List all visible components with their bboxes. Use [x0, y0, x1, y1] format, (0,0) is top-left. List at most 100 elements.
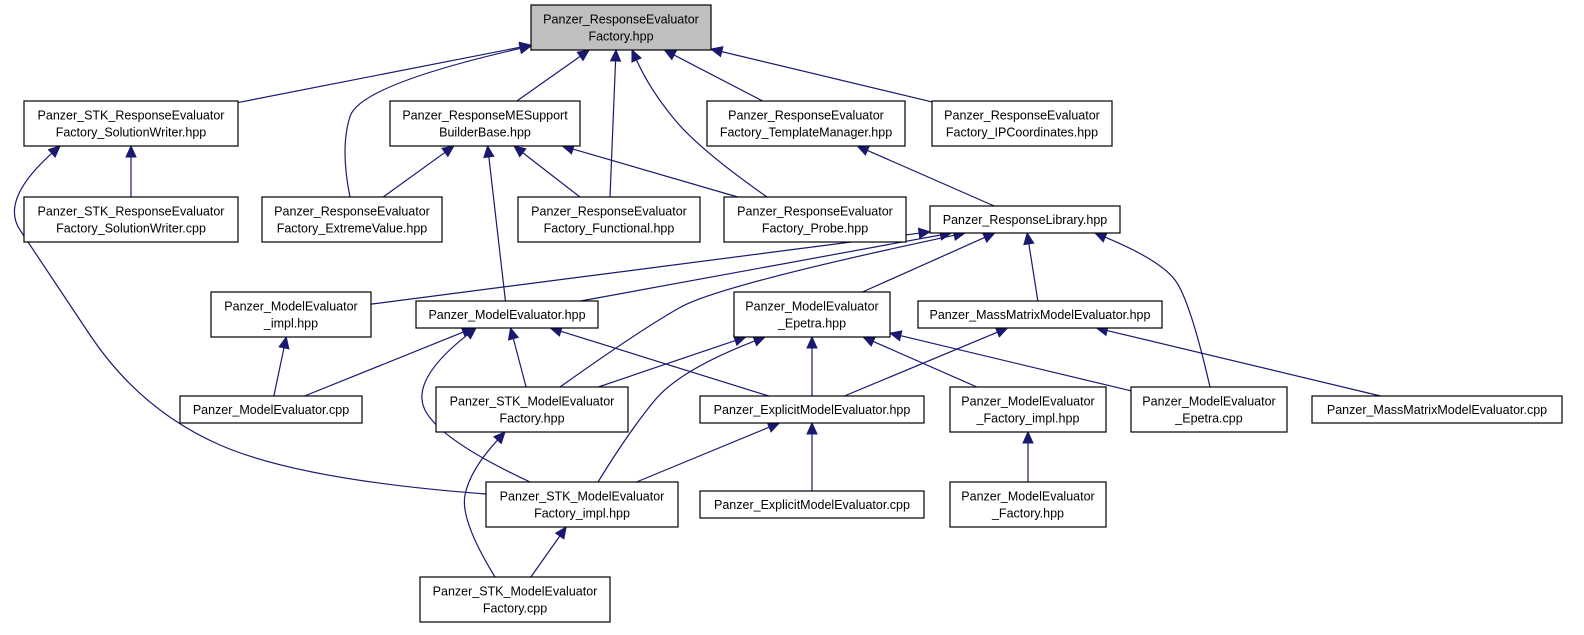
edge-line	[580, 234, 941, 302]
file-node-me-impl[interactable]: Panzer_ModelEvaluator_impl.hpp	[210, 291, 372, 338]
node-label-line: Factory.cpp	[483, 602, 547, 616]
edge-line	[463, 439, 498, 578]
edge-line	[304, 331, 464, 397]
edge-line	[598, 339, 736, 388]
node-label-line: Panzer_ExplicitModelEvaluator.cpp	[714, 498, 910, 512]
node-label-line: Panzer_ResponseMESupport	[402, 109, 568, 123]
file-node-me-epetra-cpp[interactable]: Panzer_ModelEvaluator _Epetra.cpp	[1130, 386, 1288, 433]
node-box	[733, 291, 891, 338]
arrowhead-icon	[1022, 430, 1034, 444]
edge-line	[522, 152, 581, 198]
node-box	[485, 481, 679, 528]
edge-line	[512, 338, 527, 388]
arrowhead-icon	[806, 421, 818, 435]
arrowhead-icon	[513, 145, 527, 158]
node-label-line: Factory_IPCoordinates.hpp	[946, 126, 1098, 140]
file-node-ipcoords[interactable]: Panzer_ResponseEvaluatorFactory_IPCoordi…	[931, 100, 1113, 147]
arrowhead-icon	[47, 145, 61, 158]
file-node-me-hpp[interactable]: Panzer_ModelEvaluator.hpp	[415, 300, 599, 329]
dependency-edge	[273, 335, 290, 397]
edge-line	[488, 156, 507, 302]
node-label-line: Factory_impl.hpp	[534, 507, 630, 521]
dependency-edge	[513, 145, 581, 198]
file-node-functional[interactable]: Panzer_ResponseEvaluatorFactory_Function…	[517, 196, 701, 243]
arrowhead-icon	[518, 42, 533, 55]
node-label-line: Factory_Functional.hpp	[544, 222, 675, 236]
file-node-tmpl-mgr[interactable]: Panzer_ResponseEvaluatorFactory_Template…	[706, 100, 906, 147]
dependency-edge	[862, 336, 978, 388]
edge-line	[636, 426, 770, 483]
file-node-explicit-cpp[interactable]: Panzer_ExplicitModelEvaluator.cpp	[699, 490, 925, 519]
dependency-edge	[516, 49, 591, 102]
node-label-line: Panzer_STK_ModelEvaluator	[500, 490, 665, 504]
dependency-edge	[806, 421, 818, 491]
node-box	[389, 100, 581, 147]
node-box	[699, 490, 925, 519]
arrowhead-icon	[631, 48, 642, 63]
node-label-line: Panzer_ResponseEvaluator	[274, 205, 430, 219]
node-box	[517, 196, 701, 243]
file-node-stk-sw-hpp[interactable]: Panzer_STK_ResponseEvaluatorFactory_Solu…	[23, 100, 239, 147]
edge-line	[559, 234, 955, 388]
file-node-mef-hpp[interactable]: Panzer_ModelEvaluator_Factory.hpp	[949, 481, 1107, 528]
arrowhead-icon	[709, 46, 724, 58]
file-node-resp-lib[interactable]: Panzer_ResponseLibrary.hpp	[929, 205, 1121, 234]
node-layer: Panzer_ResponseEvaluatorFactory.hppPanze…	[23, 4, 1563, 623]
node-box	[23, 100, 239, 147]
edge-line	[344, 47, 521, 198]
file-node-me-cpp[interactable]: Panzer_ModelEvaluator.cpp	[179, 395, 363, 424]
node-box	[949, 386, 1107, 433]
file-node-stk-sw-cpp[interactable]: Panzer_STK_ResponseEvaluatorFactory_Solu…	[23, 196, 239, 243]
node-box	[706, 100, 906, 147]
edge-line	[673, 54, 763, 102]
edge-line	[421, 334, 531, 483]
edge-line	[721, 51, 933, 103]
node-label-line: _impl.hpp	[263, 317, 318, 331]
file-node-explicit-hpp[interactable]: Panzer_ExplicitModelEvaluator.hpp	[699, 395, 925, 424]
dependency-edge	[1022, 430, 1034, 482]
edge-line	[609, 60, 617, 198]
arrowhead-icon	[856, 145, 871, 156]
edge-line	[13, 152, 487, 495]
arrowhead-icon	[125, 144, 137, 158]
node-label-line: Panzer_ResponseEvaluator	[543, 13, 699, 27]
file-node-extreme[interactable]: Panzer_ResponseEvaluatorFactory_ExtremeV…	[261, 196, 443, 243]
file-node-probe[interactable]: Panzer_ResponseEvaluatorFactory_Probe.hp…	[723, 196, 907, 243]
arrowhead-icon	[554, 526, 567, 540]
node-label-line: Panzer_ExplicitModelEvaluator.hpp	[714, 403, 911, 417]
file-node-stk-mef-impl[interactable]: Panzer_STK_ModelEvaluatorFactory_impl.hp…	[485, 481, 679, 528]
dependency-edge	[13, 145, 487, 495]
node-label-line: _Epetra.cpp	[1174, 412, 1242, 426]
node-box	[23, 196, 239, 243]
edge-line	[530, 535, 561, 578]
dependency-edge	[463, 431, 506, 578]
file-node-me-epetra[interactable]: Panzer_ModelEvaluator_Epetra.hpp	[733, 291, 891, 338]
edge-line	[1104, 236, 1211, 388]
arrowhead-icon	[609, 48, 622, 62]
dependency-edge	[709, 46, 933, 103]
node-label-line: Panzer_ModelEvaluator.cpp	[193, 403, 349, 417]
edge-layer	[13, 41, 1381, 578]
node-label-line: Panzer_ModelEvaluator	[1142, 395, 1275, 409]
file-node-mass-hpp[interactable]: Panzer_MassMatrixModelEvaluator.hpp	[917, 300, 1163, 329]
node-label-line: Panzer_STK_ModelEvaluator	[433, 585, 598, 599]
dependency-edge	[237, 41, 533, 104]
file-node-mass-cpp[interactable]: Panzer_MassMatrixModelEvaluator.cpp	[1311, 395, 1563, 424]
edge-line	[1106, 329, 1381, 397]
arrowhead-icon	[483, 144, 495, 159]
node-box	[949, 481, 1107, 528]
dependency-edge	[609, 48, 622, 198]
file-node-mef-impl[interactable]: Panzer_ModelEvaluator_Factory_impl.hpp	[949, 386, 1107, 433]
node-label-line: _Factory.hpp	[991, 507, 1064, 521]
node-label-line: Factory.hpp	[499, 412, 564, 426]
edge-line	[560, 330, 769, 397]
node-label-line: Panzer_ModelEvaluator	[961, 395, 1094, 409]
node-label-line: Factory_SolutionWriter.hpp	[56, 126, 207, 140]
node-label-line: Panzer_ResponseLibrary.hpp	[943, 213, 1108, 227]
dependency-edge	[1095, 325, 1381, 397]
